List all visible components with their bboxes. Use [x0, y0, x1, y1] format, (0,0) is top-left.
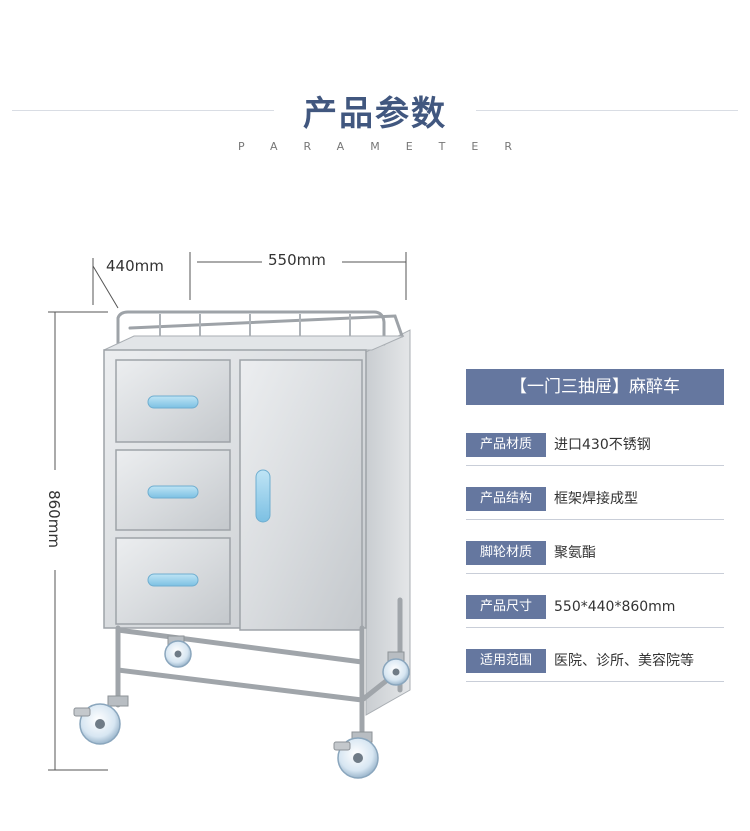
page-title: 产品参数: [303, 94, 447, 134]
spec-label: 产品结构: [466, 487, 546, 511]
dimension-lines: [48, 252, 407, 771]
header-left-rule: [12, 110, 274, 111]
spec-divider: [466, 465, 724, 466]
spec-divider: [466, 519, 724, 520]
spec-row-material: 产品材质 进口430不锈钢: [466, 424, 724, 466]
spec-value: 框架焊接成型: [554, 491, 638, 507]
spec-row-size: 产品尺寸 550*440*860mm: [466, 586, 724, 628]
spec-label: 适用范围: [466, 649, 546, 673]
spec-label: 产品材质: [466, 433, 546, 457]
product-name-banner: 【一门三抽屉】麻醉车: [466, 369, 724, 405]
spec-divider: [466, 573, 724, 574]
spec-divider: [466, 681, 724, 682]
spec-value: 550*440*860mm: [554, 599, 676, 615]
spec-value: 聚氨酯: [554, 545, 596, 561]
header-right-rule: [476, 110, 738, 111]
spec-value: 医院、诊所、美容院等: [554, 653, 694, 669]
spec-label: 产品尺寸: [466, 595, 546, 619]
height-dimension-label: 860mm: [44, 490, 63, 548]
spec-row-caster: 脚轮材质 聚氨酯: [466, 532, 724, 574]
top-rail: [116, 310, 404, 346]
depth-dimension-label: 440mm: [106, 257, 164, 275]
spec-value: 进口430不锈钢: [554, 437, 651, 453]
page-subtitle: PARAMETER: [238, 140, 538, 153]
spec-row-structure: 产品结构 框架焊接成型: [466, 478, 724, 520]
spec-divider: [466, 627, 724, 628]
width-dimension-label: 550mm: [268, 251, 326, 269]
spec-row-usage: 适用范围 医院、诊所、美容院等: [466, 640, 724, 682]
spec-label: 脚轮材质: [466, 541, 546, 565]
